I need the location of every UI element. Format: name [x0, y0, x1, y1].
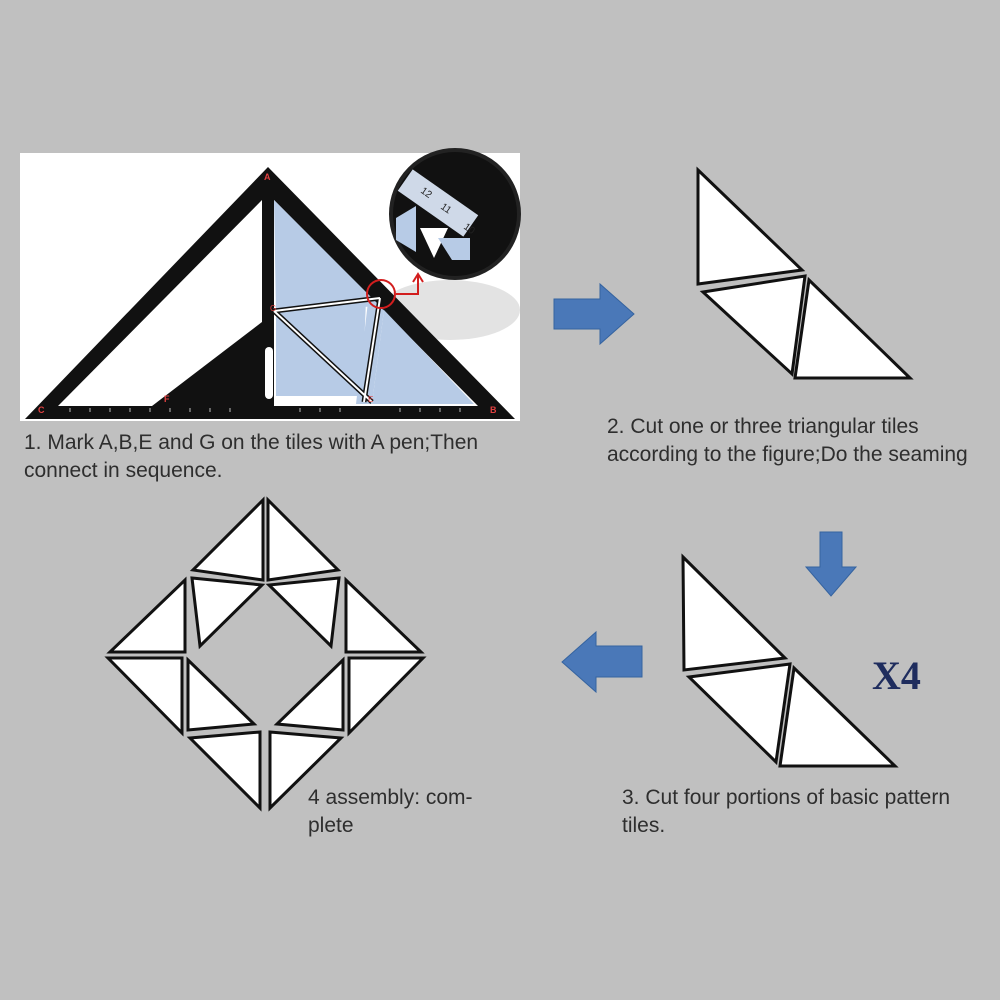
ruler-ticks-left — [69, 408, 231, 412]
blue-tile-right — [372, 310, 474, 404]
step3-piece-right — [778, 664, 899, 768]
step2-caption: 2. Cut one or three triangular tiles acc… — [607, 415, 968, 466]
blue-tile-upper — [274, 200, 380, 312]
assembly-piece — [190, 576, 266, 650]
blue-tile-side — [276, 300, 366, 396]
ruler-left-window — [58, 200, 262, 406]
callout-arrow — [396, 272, 424, 295]
ruler-slot — [265, 347, 273, 399]
label-point-g: G — [270, 304, 276, 313]
arrow-right-icon — [553, 282, 635, 346]
assembly-piece — [186, 730, 262, 812]
label-point-b: B — [490, 405, 497, 415]
assembly-piece — [347, 656, 427, 737]
assembly-piece — [189, 496, 265, 582]
step4-caption: 4 assembly: com- plete — [308, 786, 473, 837]
arrow-left-icon — [561, 630, 643, 694]
assembly-piece — [344, 576, 425, 654]
step2-piece-top — [696, 166, 806, 286]
ruler-ticks-right — [299, 408, 461, 412]
label-point-f: F — [164, 394, 170, 404]
step3-piece-middle — [685, 662, 792, 766]
step3-caption: 3. Cut four portions of basic pattern ti… — [622, 786, 951, 837]
assembly-piece — [186, 656, 258, 732]
label-point-a: A — [264, 172, 271, 182]
step2-piece-right — [793, 276, 914, 380]
assembly-piece — [273, 656, 345, 732]
magnifier-icon — [389, 148, 521, 280]
step3-piece-top — [681, 553, 789, 672]
step2-piece-middle — [699, 274, 807, 378]
assembly-piece — [266, 496, 342, 582]
step1-caption: 1. Mark A,B,E and G on the tiles with A … — [24, 431, 479, 482]
assembly-piece — [104, 656, 184, 737]
label-point-e: E — [368, 395, 373, 404]
multiplier-label: X4 — [872, 653, 921, 698]
assembly-piece — [106, 576, 187, 654]
seam-lines-inner — [273, 297, 381, 403]
assembly-piece — [265, 576, 341, 650]
label-point-c: C — [38, 405, 45, 415]
zoom-target-circle — [366, 279, 396, 309]
arrow-down-icon — [804, 531, 858, 597]
assembly-piece — [268, 730, 345, 812]
